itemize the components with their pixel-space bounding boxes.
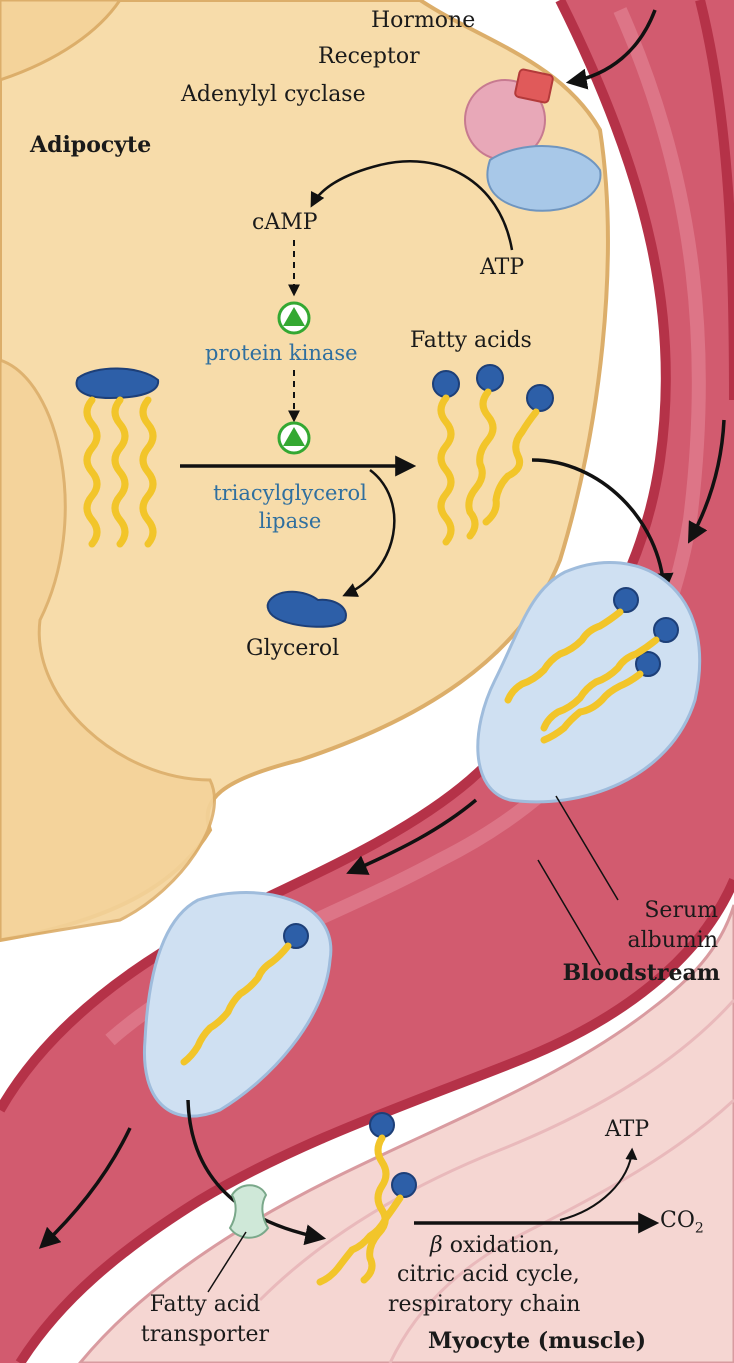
co2-subscript: 2 — [695, 1220, 704, 1236]
hormone-label: Hormone — [371, 8, 475, 34]
fatty-acids-label: Fatty acids — [410, 328, 532, 354]
citric-acid-cycle-label: citric acid cycle, — [397, 1262, 580, 1288]
hormone-shape — [514, 69, 553, 103]
fatty-acid-transporter-label-line1: Fatty acid — [120, 1292, 290, 1318]
activated-lipase-icon — [279, 423, 309, 453]
camp-label: cAMP — [252, 210, 318, 236]
protein-kinase-label: protein kinase — [205, 340, 358, 366]
co2-label: CO2 — [660, 1208, 704, 1241]
glycerol-label: Glycerol — [246, 636, 339, 662]
triacylglycerol-lipase-label-line1: triacylglycerol — [190, 480, 390, 506]
triacylglycerol-lipase-label-line2: lipase — [190, 508, 390, 534]
fatty-acid-transporter-label-line2: transporter — [120, 1322, 290, 1348]
protein-kinase-icon — [279, 303, 309, 333]
beta-symbol: β — [430, 1233, 443, 1258]
beta-oxidation-label: β oxidation, — [430, 1233, 560, 1259]
fatty-acid-transporter — [230, 1185, 268, 1238]
co2-text: CO — [660, 1208, 695, 1233]
serum-albumin-label-line2: albumin — [560, 928, 718, 954]
beta-oxidation-text: oxidation, — [443, 1233, 560, 1258]
myocyte-label: Myocyte (muscle) — [428, 1328, 646, 1354]
adenylyl-cyclase-shape — [487, 146, 600, 211]
receptor-label: Receptor — [318, 44, 420, 70]
atp-top-label: ATP — [480, 255, 524, 281]
serum-albumin-label-line1: Serum — [560, 898, 718, 924]
atp-bottom-label: ATP — [605, 1117, 649, 1143]
adipocyte-label: Adipocyte — [30, 132, 151, 158]
respiratory-chain-label: respiratory chain — [388, 1292, 580, 1318]
adenylyl-cyclase-label: Adenylyl cyclase — [181, 82, 366, 108]
bloodstream-label: Bloodstream — [480, 960, 720, 986]
